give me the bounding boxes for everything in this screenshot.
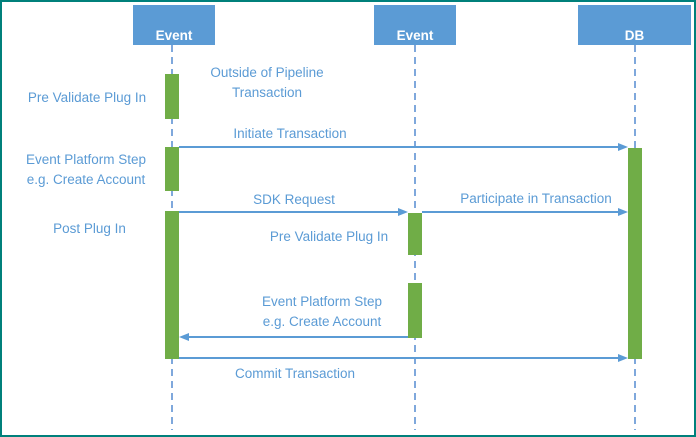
- label-event-platform-step-left: Event Platform Step e.g. Create Account: [25, 152, 147, 187]
- arrow-line: [187, 336, 408, 338]
- label-event-platform-step-middle: Event Platform Step e.g. Create Account: [261, 294, 383, 329]
- activation-bar-pre-validate-middle: [408, 213, 422, 255]
- label-outside-of-pipeline-transaction: Outside of Pipeline Transaction: [210, 65, 324, 100]
- arrowhead-right-icon: [618, 142, 628, 151]
- actor-event-pipeline-middle: Event Pipeline: [374, 5, 456, 62]
- actor-event-pipeline-left: Event Pipeline: [133, 5, 215, 62]
- activation-bar-pre-validate-left: [165, 74, 179, 119]
- label-post-plug-in: Post Plug In: [53, 221, 126, 236]
- arrowhead-right-icon: [398, 207, 408, 216]
- message-arrow-commit-transaction: [179, 353, 628, 363]
- message-arrow-participate-in-transaction: [422, 207, 628, 217]
- arrow-line: [179, 146, 620, 148]
- activation-bar-event-platform-middle: [408, 283, 422, 338]
- label-sdk-request: SDK Request: [253, 192, 335, 207]
- activation-bar-event-platform-left: [165, 147, 179, 191]
- label-pre-validate-plug-in-middle: Pre Validate Plug In: [269, 229, 389, 244]
- actor-label: Event Pipeline: [148, 28, 200, 62]
- activation-bar-db-transaction: [628, 148, 642, 359]
- arrowhead-left-icon: [179, 332, 189, 341]
- arrowhead-right-icon: [618, 353, 628, 362]
- message-arrow-return-to-pipeline: [179, 332, 408, 342]
- label-initiate-transaction: Initiate Transaction: [233, 126, 347, 141]
- arrow-line: [422, 211, 620, 213]
- activation-bar-post-plug-in: [165, 211, 179, 359]
- message-arrow-sdk-request: [179, 207, 408, 217]
- label-participate-in-transaction: Participate in Transaction: [460, 191, 612, 206]
- arrow-line: [179, 357, 620, 359]
- arrowhead-right-icon: [618, 207, 628, 216]
- label-pre-validate-plug-in-left: Pre Validate Plug In: [27, 90, 147, 105]
- label-commit-transaction: Commit Transaction: [234, 366, 356, 381]
- actor-db-transaction: DB Transaction: [578, 5, 691, 62]
- arrow-line: [179, 211, 400, 213]
- message-arrow-initiate-transaction: [179, 142, 628, 152]
